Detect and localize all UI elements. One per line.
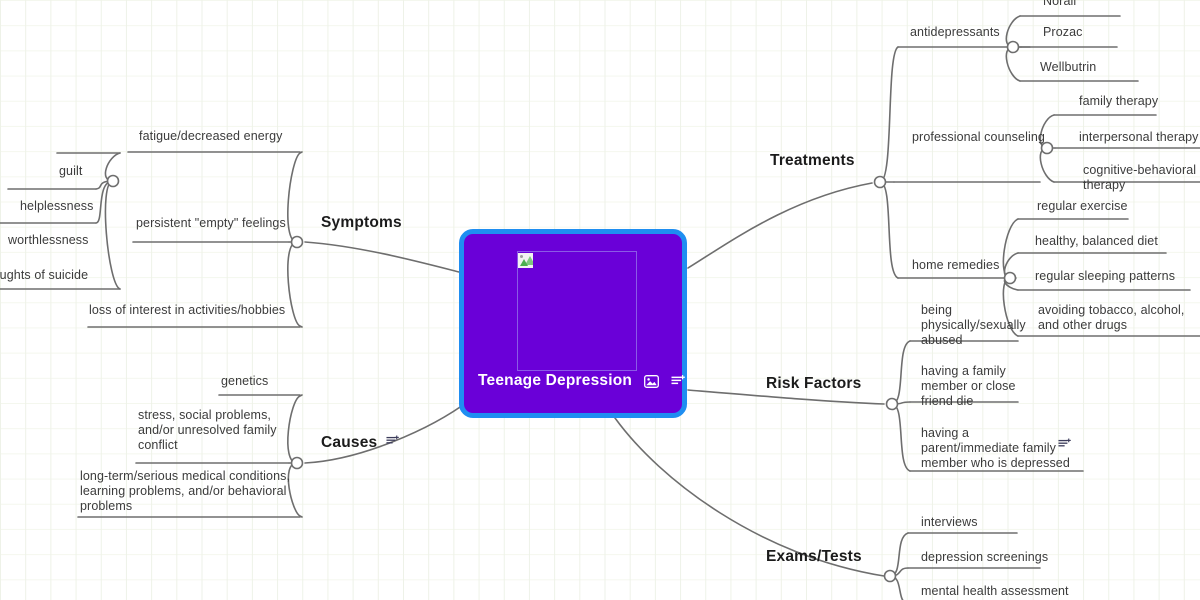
hub-treatments	[873, 175, 887, 189]
hub-symptoms	[290, 235, 304, 249]
branch-label-exams-tests[interactable]: Exams/Tests	[766, 548, 862, 565]
wire-root-exams	[614, 417, 885, 577]
image-icon[interactable]	[644, 374, 660, 388]
wire-risk-parent-curve	[891, 403, 911, 472]
exam-depression-screenings[interactable]: depression screenings	[921, 550, 1049, 564]
branch-label-treatments[interactable]: Treatments	[770, 152, 855, 169]
counseling-interpersonal-therapy[interactable]: interpersonal therapy	[1079, 130, 1199, 144]
risk-parent-note-add-icon[interactable]	[1058, 438, 1072, 456]
note-add-icon[interactable]	[671, 374, 686, 388]
cause-genetics[interactable]: genetics	[221, 374, 269, 388]
counseling-cognitive-behavioral-therapy[interactable]: cognitive-behavioral therapy	[1083, 163, 1197, 192]
branch-label-symptoms[interactable]: Symptoms	[321, 214, 402, 231]
hub-causes	[290, 456, 304, 470]
exam-mental-health-assessment[interactable]: mental health assessment	[921, 584, 1069, 598]
hub-exams-tests	[883, 569, 897, 583]
home-avoiding-substances[interactable]: avoiding tobacco, alcohol, and other dru…	[1038, 303, 1185, 332]
wire-treat-hub-anti	[879, 46, 899, 183]
wire-sym-hub-down-curve	[287, 241, 303, 328]
wire-root-causes	[304, 399, 471, 464]
branch-label-risk-factors[interactable]: Risk Factors	[766, 375, 862, 392]
wire-home-exercise-curve	[1002, 218, 1019, 279]
hub-antidepressants	[1006, 40, 1020, 54]
home-regular-exercise[interactable]: regular exercise	[1037, 199, 1128, 213]
symptom-empty-feelings[interactable]: persistent "empty" feelings	[136, 216, 286, 230]
treatment-antidepressants[interactable]: antidepressants	[910, 25, 1000, 39]
home-healthy-diet[interactable]: healthy, balanced diet	[1035, 234, 1158, 248]
wire-root-treatments	[687, 182, 873, 269]
cause-medical-learning[interactable]: long-term/serious medical conditions, le…	[80, 469, 291, 513]
counseling-family-therapy[interactable]: family therapy	[1079, 94, 1159, 108]
antidepressant-prozac[interactable]: Prozac	[1043, 25, 1083, 39]
branch-label-causes[interactable]: Causes	[321, 434, 378, 451]
risk-parent-depressed[interactable]: having a parent/immediate family member …	[921, 426, 1070, 470]
symptom-sub-worthlessness[interactable]: worthlessness	[8, 233, 89, 247]
wire-exam-interviews-curve	[889, 532, 909, 577]
cause-stress-social[interactable]: stress, social problems, and/or unresolv…	[138, 408, 277, 452]
wire-emptyhub-suicide-curve	[104, 180, 121, 290]
hub-empty-feelings	[106, 174, 120, 188]
hub-counseling	[1040, 141, 1054, 155]
symptom-loss-of-interest[interactable]: loss of interest in activities/hobbies	[89, 303, 286, 317]
wire-risk-abused-curve	[891, 340, 911, 405]
broken-image-icon	[518, 253, 533, 268]
symptom-sub-guilt[interactable]: guilt	[59, 164, 83, 178]
root-image-frame	[517, 251, 637, 371]
risk-being-abused[interactable]: being physically/sexually abused	[921, 303, 1026, 347]
treatment-home-remedies[interactable]: home remedies	[912, 258, 1000, 272]
symptom-sub-helplessness[interactable]: helplessness	[20, 199, 94, 213]
treatment-professional-counseling[interactable]: professional counseling	[912, 130, 1045, 144]
wire-sym-hub-up-curve	[287, 151, 303, 243]
hub-risk-factors	[885, 397, 899, 411]
wire-sym-to-emptyhub	[130, 185, 289, 242]
symptom-sub-thoughts-of-suicide[interactable]: thoughts of suicide	[0, 268, 89, 282]
wire-treat-hub-home	[879, 181, 899, 279]
causes-note-add-icon[interactable]	[386, 435, 400, 453]
risk-family-member-die[interactable]: having a family member or close friend d…	[921, 364, 1016, 408]
root-title-row: Teenage Depression	[478, 372, 686, 390]
wire-cause-hub-down	[287, 462, 303, 518]
exam-interviews[interactable]: interviews	[921, 515, 978, 529]
hub-home-remedies	[1003, 271, 1017, 285]
home-sleeping-patterns[interactable]: regular sleeping patterns	[1035, 269, 1176, 283]
root-node[interactable]: Teenage Depression	[459, 229, 687, 418]
antidepressant-norail[interactable]: Norail	[1043, 0, 1077, 8]
antidepressant-wellbutrin[interactable]: Wellbutrin	[1040, 60, 1097, 74]
wire-cause-hub-up	[287, 394, 303, 464]
wire-root-risk	[687, 389, 885, 405]
wire-root-symptoms	[304, 241, 460, 273]
root-title: Teenage Depression	[478, 372, 633, 389]
symptom-fatigue[interactable]: fatigue/decreased energy	[139, 129, 283, 143]
